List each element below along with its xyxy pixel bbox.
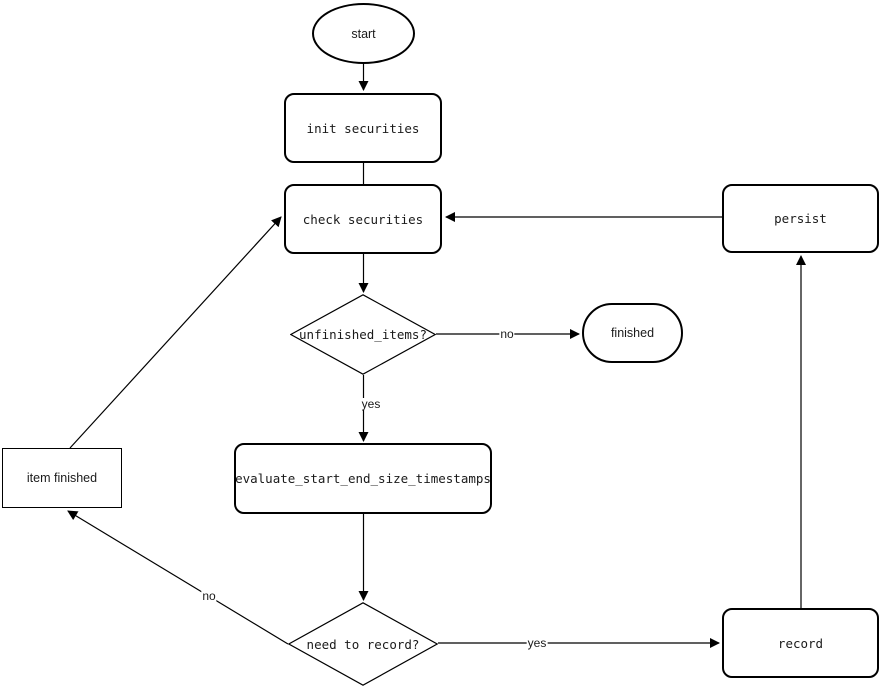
- node-check-securities: check securities: [284, 184, 442, 254]
- node-need-to-record-label: need to record?: [306, 636, 420, 652]
- node-record: record: [722, 608, 879, 678]
- node-start-label: start: [351, 26, 376, 41]
- edge-label-need-record-yes: yes: [526, 636, 548, 650]
- node-unfinished-items-decision: unfinished_items?: [290, 294, 436, 375]
- node-persist: persist: [722, 184, 879, 253]
- node-init-securities-label: init securities: [306, 120, 420, 136]
- node-finished: finished: [582, 303, 683, 363]
- edge-itemfinished-to-check: [69, 216, 282, 449]
- node-finished-label: finished: [610, 326, 655, 340]
- node-check-securities-label: check securities: [302, 211, 424, 227]
- node-evaluate-timestamps: evaluate_start_end_size_timestamps: [234, 443, 492, 514]
- node-item-finished: item finished: [2, 448, 122, 508]
- node-unfinished-items-label: unfinished_items?: [299, 327, 427, 342]
- node-record-label: record: [777, 635, 824, 651]
- edge-needrec-to-itemfinished: [67, 510, 289, 645]
- edge-label-unfinished-yes: yes: [360, 397, 382, 411]
- edge-label-need-record-no: no: [201, 589, 217, 603]
- node-need-to-record-decision: need to record?: [288, 602, 438, 686]
- diamond-shape: [288, 602, 438, 686]
- node-persist-label: persist: [774, 211, 827, 226]
- node-init-securities: init securities: [284, 93, 442, 163]
- diamond-shape: [290, 294, 436, 375]
- node-start: start: [312, 3, 415, 64]
- node-evaluate-timestamps-label: evaluate_start_end_size_timestamps: [235, 471, 491, 486]
- edge-label-unfinished-no: no: [499, 327, 515, 341]
- node-item-finished-label: item finished: [26, 471, 98, 485]
